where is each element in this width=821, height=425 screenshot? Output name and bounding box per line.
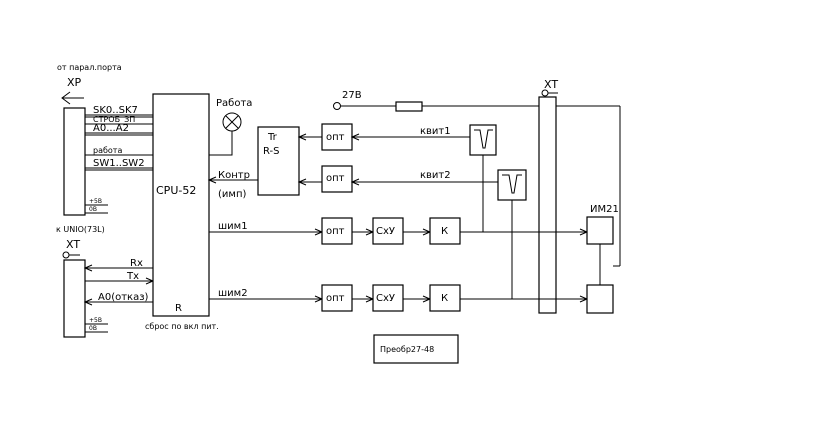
connector-xt-left bbox=[63, 259, 86, 338]
opt-block-3 bbox=[321, 217, 353, 245]
label-a0a2: A0...A2 bbox=[93, 123, 129, 134]
label-xt-right: XT bbox=[544, 78, 558, 91]
label-5v-top: +5В bbox=[89, 198, 102, 205]
label-reset: сброс по вкл пит. bbox=[145, 322, 219, 331]
label-cpu: CPU-52 bbox=[156, 184, 196, 197]
label-r-pin: R bbox=[175, 303, 182, 314]
label-imp: (имп) bbox=[218, 189, 246, 200]
label-preobr: Преобр27-48 bbox=[380, 345, 434, 354]
label-sk: SK0..SK7 bbox=[93, 105, 138, 116]
label-cxu-1: СхУ bbox=[376, 226, 395, 237]
label-opt-1: опт bbox=[326, 132, 345, 143]
arrow-left-icon bbox=[61, 91, 84, 105]
label-kvit2: квит2 bbox=[420, 170, 451, 181]
opt-block-4 bbox=[321, 284, 353, 312]
label-rabota-bus: работа bbox=[93, 146, 122, 155]
label-5v-bot: +5В bbox=[89, 317, 102, 324]
label-shim2: шим2 bbox=[218, 288, 248, 299]
label-xp: XP bbox=[67, 76, 82, 89]
label-to-unio: к UNIO(73L) bbox=[56, 225, 105, 234]
pulse-icon-1 bbox=[474, 129, 493, 149]
label-xt-left: XT bbox=[66, 238, 80, 251]
trigger-rs-block bbox=[257, 126, 300, 196]
label-27v: 27В bbox=[342, 90, 362, 101]
opt-block-2 bbox=[321, 165, 353, 193]
label-from-parallel-port: от парал.порта bbox=[57, 63, 122, 72]
arrow-opt2-icon bbox=[297, 178, 307, 186]
converter-block bbox=[373, 334, 459, 364]
arrow-kontr-icon bbox=[207, 176, 217, 184]
bus-a0a2 bbox=[85, 132, 153, 136]
label-kvit1: квит1 bbox=[420, 126, 451, 137]
bus-sk bbox=[85, 114, 153, 118]
k-block-1 bbox=[429, 217, 461, 245]
connector-xp bbox=[63, 107, 86, 216]
label-shim1: шим1 bbox=[218, 221, 248, 232]
label-k-2: К bbox=[441, 293, 448, 304]
terminal-icon-right bbox=[541, 89, 558, 97]
label-im21: ИМ21 bbox=[590, 204, 619, 215]
im21-block-2 bbox=[586, 284, 614, 314]
k-block-2 bbox=[429, 284, 461, 312]
label-kontr: Контр bbox=[218, 170, 250, 181]
terminal-icon-27v bbox=[333, 102, 341, 110]
lamp-icon bbox=[222, 112, 242, 132]
label-cxu-2: СхУ bbox=[376, 293, 395, 304]
label-tg: Tr bbox=[267, 132, 278, 143]
resistor bbox=[395, 101, 423, 112]
cxu-block-1 bbox=[372, 217, 404, 245]
label-strobe: СТРОБ_ЗП bbox=[93, 115, 135, 124]
cpu-block bbox=[152, 93, 210, 317]
label-opt-3: опт bbox=[326, 226, 345, 237]
label-sw: SW1..SW2 bbox=[93, 158, 145, 169]
im21-block-1 bbox=[586, 216, 614, 245]
arrow-rx-icon bbox=[83, 264, 93, 272]
label-rs: R-S bbox=[263, 146, 280, 157]
cxu-block-2 bbox=[372, 284, 404, 312]
label-k-1: К bbox=[441, 226, 448, 237]
line-lamp bbox=[209, 131, 233, 156]
terminal-icon-left bbox=[62, 251, 80, 259]
label-a0-otkaz: A0(отказ) bbox=[98, 292, 149, 303]
label-0v-bot: 0В bbox=[89, 325, 97, 332]
label-opt-2: опт bbox=[326, 173, 345, 184]
bus-sw bbox=[85, 167, 153, 171]
label-opt-4: опт bbox=[326, 293, 345, 304]
opt-block-1 bbox=[321, 123, 353, 151]
pulse-icon-2 bbox=[502, 174, 522, 194]
label-rabota-lamp: Работа bbox=[216, 98, 252, 109]
label-0v-top: 0В bbox=[89, 206, 97, 213]
connector-xt-right bbox=[538, 96, 557, 314]
arrow-kvit1-icon bbox=[350, 133, 360, 141]
arrow-a0-icon bbox=[83, 298, 93, 306]
arrow-kvit2-icon bbox=[350, 178, 360, 186]
arrow-opt1-icon bbox=[297, 133, 307, 141]
label-tx: Tx bbox=[126, 271, 139, 282]
label-rx: Rx bbox=[130, 258, 143, 269]
